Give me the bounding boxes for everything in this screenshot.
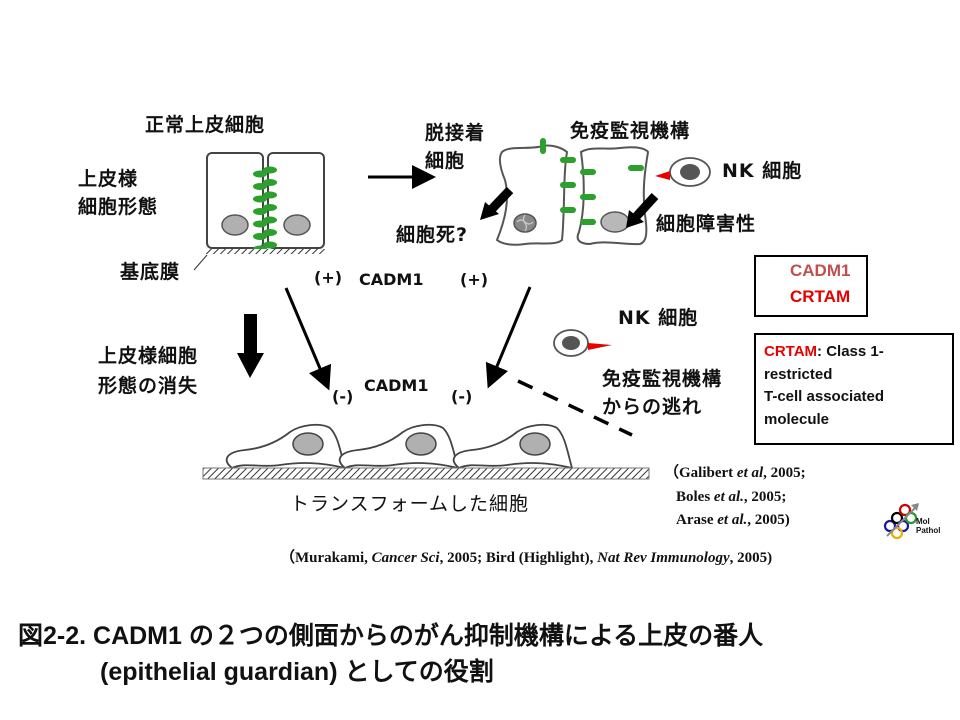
transformed-cells-label: トランスフォームした細胞 — [290, 493, 530, 515]
definition-line-1: CRTAM: Class 1- — [764, 343, 884, 360]
loss-label-1: 上皮様細胞 — [98, 345, 199, 367]
detached-cell-label-2: 細胞 — [425, 150, 466, 172]
cadm1-molecule — [253, 170, 267, 178]
cadm1-molecule — [263, 179, 277, 186]
cadm1-molecule — [628, 165, 644, 171]
figure-caption-line-2: (epithelial guardian) としての役割 — [100, 658, 494, 686]
nk-cell-label-mid: NK 細胞 — [618, 307, 699, 329]
cadm1-molecule — [253, 233, 267, 240]
reference-galibert: （Galibert et al, 2005; — [664, 465, 806, 481]
cadm1-molecule — [263, 191, 277, 199]
detached-cells — [480, 138, 659, 246]
cell-death-arrow — [480, 186, 514, 220]
epithelial-morphology-label-1: 上皮様 — [78, 168, 139, 190]
crtam-marker — [588, 343, 612, 350]
target-nucleus — [600, 211, 630, 233]
cadm1-molecule — [560, 157, 576, 163]
reference-arase: Arase et al., 2005) — [676, 512, 790, 528]
nucleus — [519, 432, 551, 456]
cytotoxicity-arrow — [626, 192, 659, 228]
basement-membrane — [206, 249, 326, 254]
reference-boles: Boles et al., 2005; — [676, 489, 787, 505]
crtam-definition-box: CRTAM: Class 1- restricted T-cell associ… — [754, 333, 954, 445]
crtam-marker — [655, 171, 670, 180]
nucleus — [283, 214, 311, 236]
detached-cell-label-1: 脱接着 — [425, 122, 486, 144]
plus-left: (+) — [314, 268, 343, 287]
definition-line-3: T-cell associated — [764, 388, 885, 405]
reference-bottom: （Murakami, Cancer Sci, 2005; Bird (Highl… — [280, 550, 773, 566]
cell-death-label: 細胞死? — [396, 224, 469, 246]
substrate — [202, 467, 650, 480]
definition-line-4: molecule — [764, 410, 830, 428]
mol-pathol-logo — [883, 503, 919, 540]
transformed-cell — [225, 423, 347, 470]
nk-cell-mid — [553, 329, 612, 357]
basement-membrane-label: 基底膜 — [120, 261, 181, 283]
nucleus — [221, 214, 249, 236]
cadm1-molecule — [263, 166, 277, 174]
cytotoxicity-label: 細胞障害性 — [656, 213, 757, 235]
cadm1-molecule — [540, 138, 546, 154]
cadm1-molecule — [560, 182, 576, 188]
nucleus — [405, 432, 437, 456]
cadm1-molecule — [253, 220, 267, 228]
cadm1-top-label: CADM1 — [359, 270, 424, 289]
loss-of-morphology-arrow — [237, 314, 264, 378]
legend-crtam-label: CRTAM — [790, 287, 851, 306]
cadm1-molecule — [263, 241, 277, 249]
cadm1-molecule — [580, 169, 596, 175]
loss-label-2: 形態の消失 — [98, 375, 199, 397]
cadm1-molecule — [580, 219, 596, 225]
cadm1-markers — [540, 138, 644, 225]
cadm1-molecule — [263, 216, 277, 224]
cadm1-bottom-label: CADM1 — [364, 376, 429, 395]
legend-cadm1-label: CADM1 — [790, 261, 851, 280]
transformed-cell — [338, 423, 460, 470]
cadm1-adhesion-cluster — [253, 166, 277, 253]
escape-label-1: 免疫監視機構 — [602, 368, 723, 390]
legend-box: CADM1 CRTAM — [754, 255, 868, 317]
cadm1-molecule — [253, 195, 267, 203]
plus-right: (+) — [460, 270, 489, 289]
apoptotic-nucleus-pattern — [516, 214, 534, 232]
minus-left: (-) — [332, 387, 354, 406]
basement-membrane-pointer — [193, 254, 208, 271]
escape-dashed-line — [517, 379, 633, 437]
normal-epithelial-cell-label: 正常上皮細胞 — [145, 114, 266, 136]
transformed-cells — [202, 423, 650, 480]
nk-cell-top — [655, 157, 711, 187]
figure-caption-line-1: 図2-2. CADM1 の２つの側面からのがん抑制機構による上皮の番人 — [18, 622, 764, 650]
cadm1-molecule — [580, 194, 596, 200]
normal-epithelial-cells — [193, 152, 326, 271]
immune-surveillance-label: 免疫監視機構 — [570, 120, 691, 142]
nucleus — [292, 432, 324, 456]
cadm1-molecule — [253, 183, 267, 190]
cadm1-molecule — [263, 229, 277, 236]
definition-line-2: restricted — [764, 365, 833, 383]
cadm1-molecule — [253, 208, 267, 215]
arrow-right-down — [485, 286, 532, 389]
transformed-cell — [452, 423, 574, 470]
cadm1-molecule — [560, 207, 576, 213]
minus-right: (-) — [451, 387, 473, 406]
arrow-left-down — [284, 287, 332, 391]
nk-cell-label-top: NK 細胞 — [722, 160, 803, 182]
escape-label-2: からの逃れ — [602, 396, 703, 418]
cadm1-molecule — [263, 204, 277, 211]
epithelial-morphology-label-2: 細胞形態 — [78, 196, 159, 218]
